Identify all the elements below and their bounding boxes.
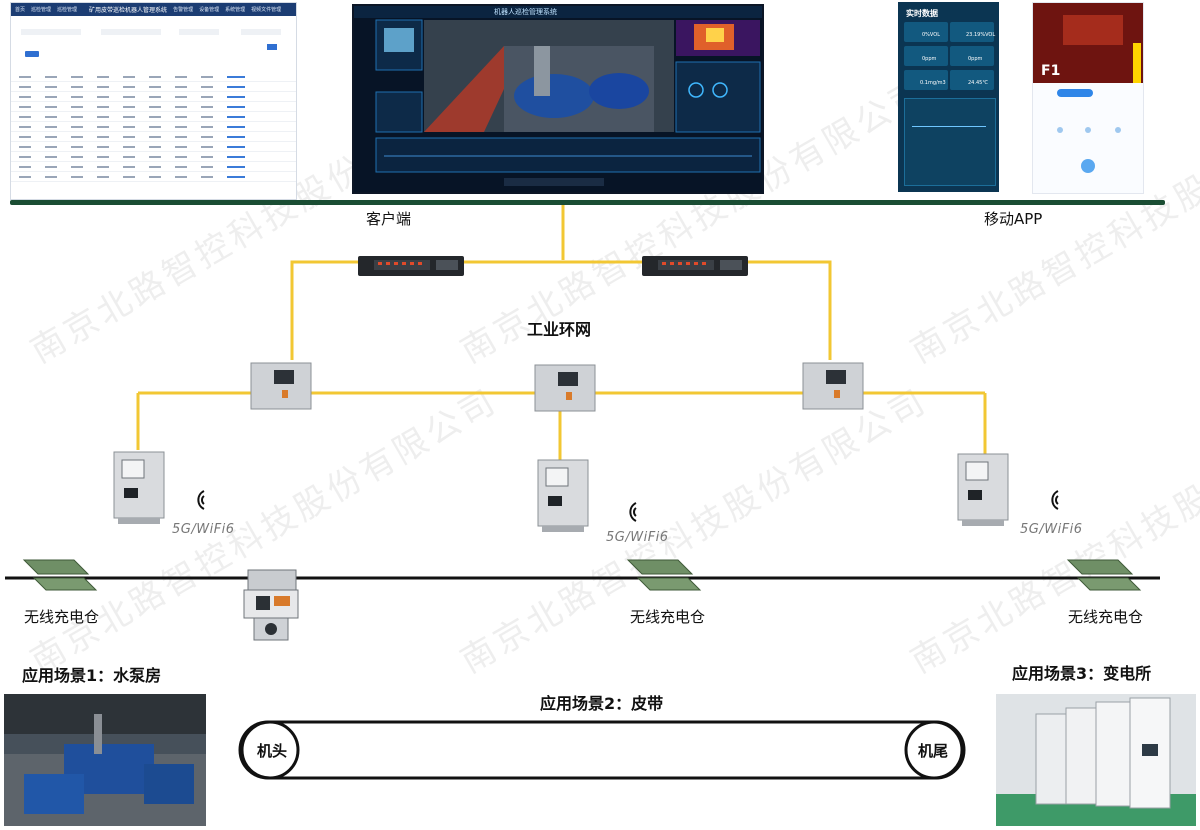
switch-right <box>642 256 748 276</box>
charging-dock-label: 无线充电仓 <box>630 608 706 626</box>
web-client-screenshot: 首页 巡检管理 巡检管理 矿用皮带巡检机器人管理系统 告警管理 设备管理 系统管… <box>10 2 297 200</box>
app-title: 实时数据 <box>906 9 938 18</box>
belt-conveyor <box>238 720 966 780</box>
charging-dock-icon <box>626 559 702 591</box>
inspection-robot <box>243 569 299 641</box>
app2-tag: F1 <box>1041 63 1061 79</box>
web-nav-item: 首页 <box>15 7 26 13</box>
app-value: 0%VOL <box>922 32 940 38</box>
wifi-signal-icon <box>629 502 637 522</box>
charging-dock-icon <box>1066 559 1142 591</box>
wireless-label: 5G/WiFi6 <box>172 522 235 537</box>
control-center-screenshot: 机器人巡检管理系统 <box>352 4 764 194</box>
charging-dock-icon <box>22 559 98 591</box>
mobile-app-label: 移动APP <box>984 210 1043 228</box>
ring-node-right <box>802 362 864 410</box>
base-station-center <box>537 459 589 532</box>
ring-node-center <box>534 364 596 412</box>
wifi-signal-icon <box>1051 490 1059 510</box>
client-label: 客户端 <box>366 210 412 228</box>
base-station-left <box>113 451 165 524</box>
web-nav: 首页 巡检管理 巡检管理 矿用皮带巡检机器人管理系统 告警管理 设备管理 系统管… <box>11 3 296 16</box>
charging-dock-label: 无线充电仓 <box>1068 608 1144 626</box>
app-value: 0.1mg/m3 <box>920 80 946 86</box>
belt-tail-label: 机尾 <box>918 742 949 760</box>
web-title: 矿用皮带巡检机器人管理系统 <box>89 7 168 14</box>
mobile-app-screenshot-data: 实时数据 0%VOL 23.19%VOL 0ppm 0ppm 0.1mg/m3 … <box>898 2 999 192</box>
web-table <box>11 72 296 182</box>
charging-dock-label: 无线充电仓 <box>24 608 100 626</box>
app-value: 24.45℃ <box>968 80 988 86</box>
switch-left <box>358 256 464 276</box>
wifi-signal-icon <box>197 490 205 510</box>
app-value: 0ppm <box>968 56 983 62</box>
web-nav-item: 巡检管理 <box>57 7 78 13</box>
web-nav-item: 视频文件管理 <box>251 7 282 13</box>
wireless-label: 5G/WiFi6 <box>606 530 669 545</box>
scene3-label: 应用场景3：变电所 <box>1012 664 1152 683</box>
substation-photo <box>996 694 1196 826</box>
web-nav-item: 设备管理 <box>199 7 220 13</box>
base-station-right <box>957 453 1009 526</box>
scene2-label: 应用场景2：皮带 <box>540 694 664 713</box>
web-nav-item: 巡检管理 <box>31 7 52 13</box>
industrial-ring-label: 工业环网 <box>527 320 592 339</box>
app-value: 0ppm <box>922 56 937 62</box>
wireless-label: 5G/WiFi6 <box>1020 522 1083 537</box>
scene1-label: 应用场景1：水泵房 <box>22 666 162 685</box>
web-nav-item: 系统管理 <box>225 7 246 13</box>
control-title: 机器人巡检管理系统 <box>494 8 557 16</box>
ring-node-left <box>250 362 312 410</box>
web-nav-item: 告警管理 <box>173 7 194 13</box>
app-value: 23.19%VOL <box>966 32 996 38</box>
mobile-app-screenshot-control: F1 <box>1032 2 1144 194</box>
pump-room-photo <box>4 694 206 826</box>
web-filter-area <box>11 16 296 64</box>
belt-head-label: 机头 <box>257 742 288 760</box>
